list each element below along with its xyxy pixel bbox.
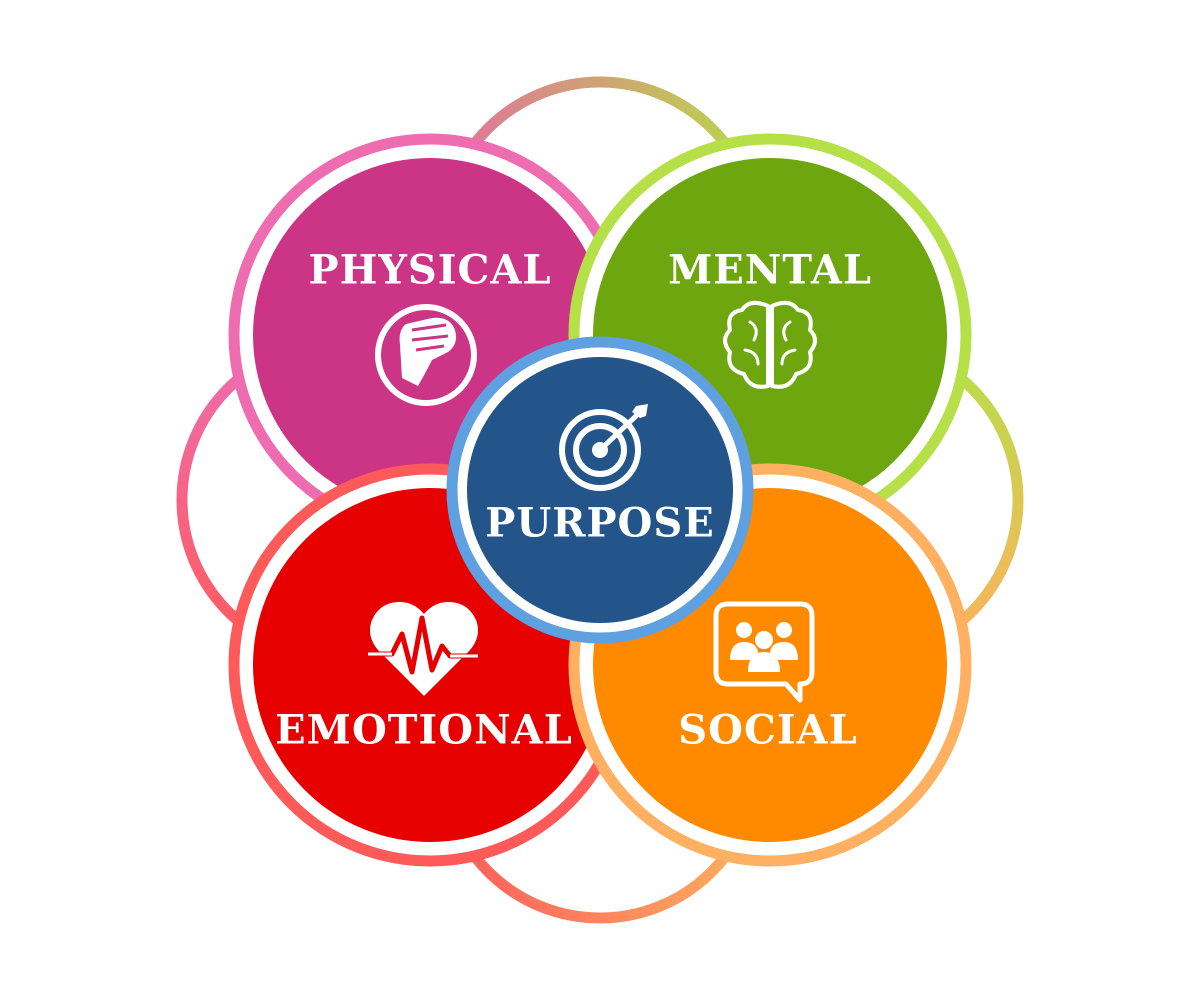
mental-label: MENTAL	[668, 247, 872, 294]
emotional-label: EMOTIONAL	[275, 707, 573, 754]
purpose-center: PURPOSE	[446, 336, 754, 644]
physical-label: PHYSICAL	[308, 247, 551, 294]
target-arrow-icon	[559, 404, 648, 491]
heartbeat-heart-icon	[368, 602, 478, 696]
group-chat-icon	[713, 601, 815, 703]
brain-icon	[723, 300, 817, 389]
purpose-label: PURPOSE	[485, 500, 715, 547]
social-label: SOCIAL	[678, 707, 857, 754]
raised-fist-icon	[375, 304, 477, 406]
